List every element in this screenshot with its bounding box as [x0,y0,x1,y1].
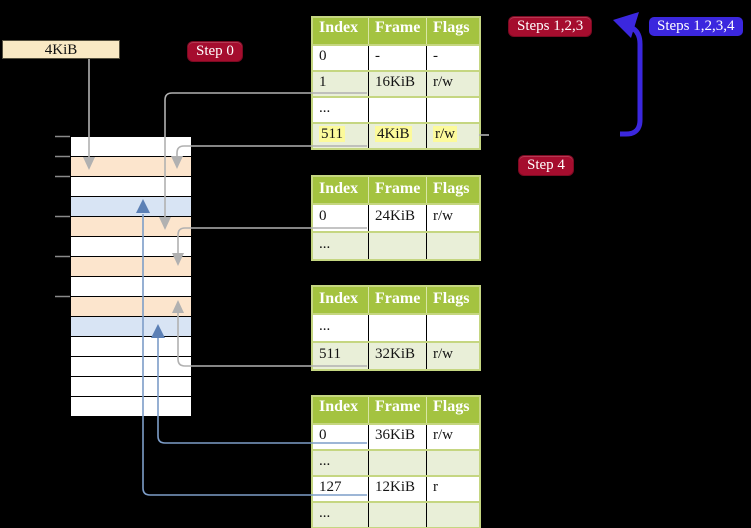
step4-badge: Step 4 [519,156,573,175]
page-table-top: Index Frame Flags 0 - - 1 16KiB r/w ... … [311,16,481,150]
table-row-highlighted: 511 4KiB r/w [313,122,479,148]
column-header: Frame [368,287,426,313]
column-header: Flags [426,397,479,423]
table-row: 0 24KiB r/w [313,203,479,231]
memory-frame [71,157,191,177]
table-header-row: Index Frame Flags [313,177,479,203]
column-header: Flags [426,177,479,203]
table-row: 511 32KiB r/w [313,341,479,369]
page-table-fourth: Index Frame Flags 0 36KiB r/w ... 127 12… [311,395,481,528]
column-header: Frame [368,18,426,44]
page-table-second: Index Frame Flags 0 24KiB r/w ... [311,175,481,261]
table-row: 0 36KiB r/w [313,423,479,449]
page-table-register-box: 4KiB [2,40,120,59]
table-row: 0 - - [313,44,479,70]
loop-arrowhead-icon [613,12,639,38]
table-row: ... [313,501,479,527]
table-header-row: Index Frame Flags [313,287,479,313]
memory-frame [71,317,191,337]
memory-frame [71,297,191,317]
table-header-row: Index Frame Flags [313,18,479,44]
column-header: Index [319,19,359,36]
column-header: Frame [368,397,426,423]
memory-frame [71,277,191,297]
memory-frame [71,137,191,157]
memory-frame [71,237,191,257]
memory-tick-marks [55,135,70,298]
table-row: ... [313,231,479,259]
step0-badge: Step 0 [188,42,242,61]
column-header: Frame [368,177,426,203]
memory-frame [71,377,191,397]
steps123-badge: Steps 1,2,3 [509,17,592,36]
column-header: Index [319,290,359,307]
table-header-row: Index Frame Flags [313,397,479,423]
table-row: ... [313,449,479,475]
memory-frame [71,217,191,237]
physical-memory-column [70,136,192,417]
column-header: Index [319,180,359,197]
memory-frame [71,197,191,217]
memory-frame [71,357,191,377]
memory-frame [71,337,191,357]
memory-frame [71,257,191,277]
table-row: ... [313,313,479,341]
column-header: Flags [426,287,479,313]
memory-frame [71,177,191,197]
table-row: 127 12KiB r [313,475,479,501]
steps1234-badge: Steps 1,2,3,4 [649,17,743,36]
table-row: 1 16KiB r/w [313,70,479,96]
memory-frame [71,397,191,417]
table-row: ... [313,96,479,122]
column-header: Flags [426,18,479,44]
page-table-third: Index Frame Flags ... 511 32KiB r/w [311,285,481,371]
loop-arrow-shaft [620,23,643,137]
column-header: Index [319,398,359,415]
